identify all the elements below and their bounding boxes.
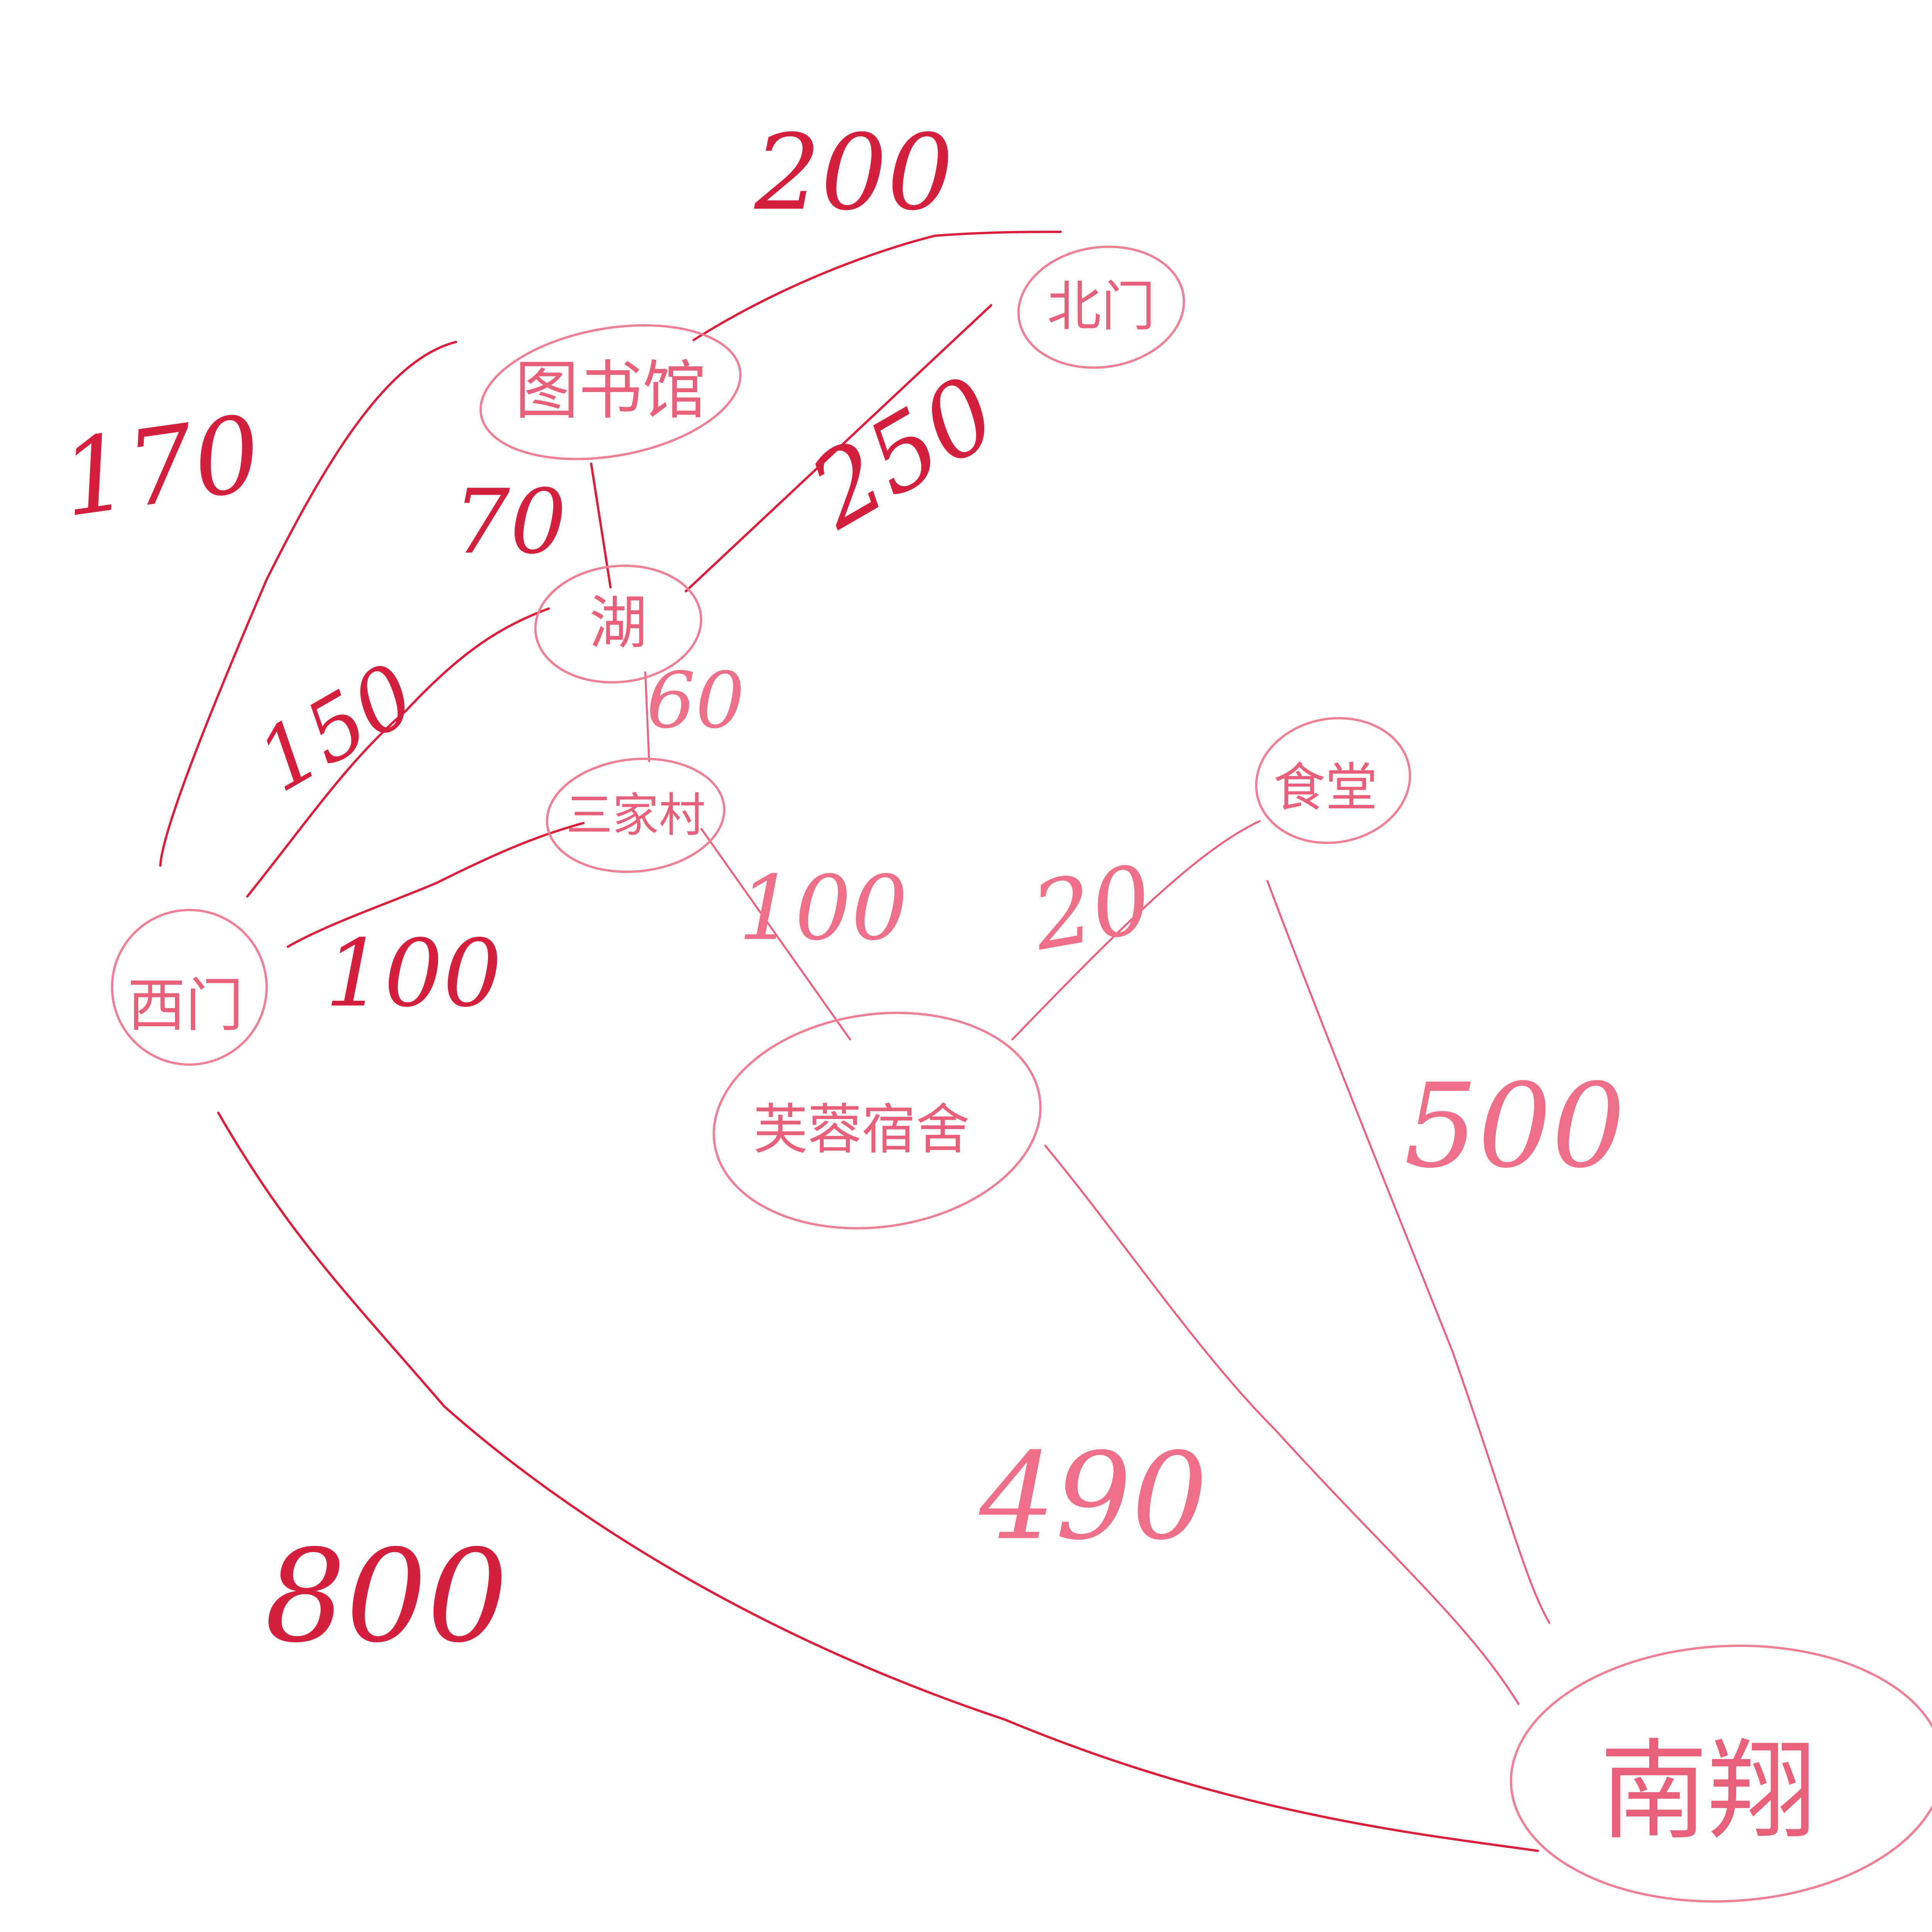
edge-sanjiacun-dormitory — [700, 828, 851, 1041]
weight-library-lake: 70 — [454, 471, 567, 574]
node-canteen-label: 食堂 — [1273, 757, 1378, 818]
node-library-outline — [479, 324, 742, 460]
edge-lake-north-gate — [685, 304, 992, 592]
node-library[interactable]: 图书馆 — [470, 306, 751, 478]
node-dormitory-outline — [713, 1012, 1042, 1230]
node-north-gate-label: 北门 — [1047, 276, 1155, 338]
weight-library-north-gate: 200 — [753, 112, 954, 233]
weight-sanjiacun-dormitory: 100 — [738, 857, 908, 960]
nodes: 图书馆 北门 湖 三家村 西门 食堂 芙蓉宿舍 南翔 — [102, 236, 1932, 1912]
node-sanjiacun-label: 三家村 — [566, 789, 705, 842]
weight-dormitory-zhuhai: 490 — [977, 1427, 1208, 1566]
node-west-gate-label: 西门 — [128, 972, 243, 1039]
edge-dormitory-zhuhai — [1044, 1145, 1520, 1705]
node-north-gate-outline — [1017, 245, 1185, 369]
edge-lake-west-gate — [246, 607, 550, 898]
node-lake[interactable]: 湖 — [529, 558, 707, 690]
node-sanjiacun[interactable]: 三家村 — [541, 750, 730, 880]
node-dormitory[interactable]: 芙蓉宿舍 — [700, 993, 1054, 1249]
edge-canteen-zhuhai — [1266, 880, 1551, 1624]
node-zhuhai-outline — [1510, 1645, 1932, 1903]
weight-dormitory-canteen: 20 — [1024, 844, 1160, 971]
node-west-gate-outline — [111, 909, 268, 1066]
weight-west-gate-zhuhai: 800 — [265, 1522, 508, 1671]
node-north-gate[interactable]: 北门 — [1011, 236, 1192, 378]
node-lake-outline — [534, 565, 702, 684]
node-canteen[interactable]: 食堂 — [1246, 706, 1420, 855]
weight-canteen-zhuhai: 500 — [1404, 1059, 1626, 1194]
edge-west-gate-zhuhai — [217, 1112, 1539, 1852]
node-zhuhai-label: 南翔 — [1600, 1729, 1816, 1855]
node-library-label: 图书馆 — [515, 354, 706, 428]
edge-library-north-gate — [692, 231, 1062, 341]
node-sanjiacun-outline — [546, 757, 726, 873]
edge-library-west-gate — [159, 341, 457, 867]
weight-library-west-gate: 170 — [54, 392, 268, 541]
edges — [159, 231, 1551, 1852]
weight-lake-west-gate: 150 — [242, 645, 432, 811]
node-zhuhai[interactable]: 南翔 — [1504, 1635, 1932, 1912]
node-west-gate[interactable]: 西门 — [102, 900, 277, 1075]
node-canteen-outline — [1255, 717, 1411, 844]
edge-lake-sanjiacun — [644, 671, 650, 762]
weight-lake-sanjiacun: 60 — [646, 656, 745, 746]
node-dormitory-label: 芙蓉宿舍 — [753, 1099, 970, 1162]
node-lake-label: 湖 — [589, 590, 647, 657]
edge-sanjiacun-west-gate — [287, 822, 585, 948]
weight-lake-north-gate: 250 — [790, 354, 1016, 552]
edge-dormitory-canteen — [1011, 820, 1261, 1041]
weight-sanjiacun-west-gate: 100 — [325, 919, 502, 1027]
edge-weights: 200 170 70 250 150 60 100 100 20 500 490… — [54, 112, 1626, 1671]
